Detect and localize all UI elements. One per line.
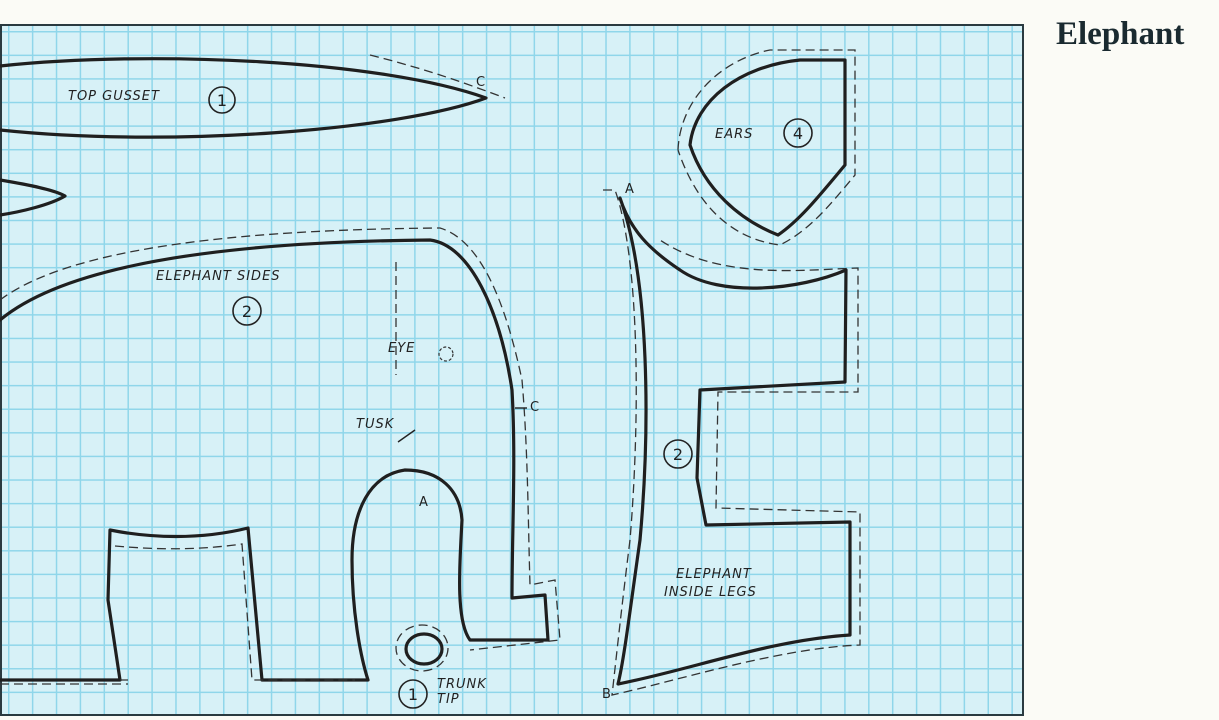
elephant-sides-piece: ELEPHANT SIDES 2 EYE TUSK C A xyxy=(0,227,561,685)
elephant-sides-label: ELEPHANT SIDES xyxy=(156,269,281,284)
inside-legs-label-line2: INSIDE LEGS xyxy=(664,585,757,600)
top-gusset-count-circle xyxy=(208,86,236,114)
mark-b-legs: B xyxy=(602,687,611,702)
tusk-marker xyxy=(397,429,416,443)
trunk-tip-count: 1 xyxy=(408,685,418,704)
mark-c-sides: C xyxy=(530,400,539,415)
trunk-tip-label-line1: TRUNK xyxy=(437,677,487,692)
top-gusset-label: TOP GUSSET xyxy=(68,89,160,104)
tusk-label: TUSK xyxy=(356,417,395,432)
sides-count: 2 xyxy=(242,302,252,321)
partial-piece-left xyxy=(0,178,67,217)
trunk-tip-piece: 1 TRUNK TIP xyxy=(395,624,487,709)
mark-a-sides: A xyxy=(419,495,428,510)
eye-marker xyxy=(438,346,454,362)
mark-a-legs: A xyxy=(625,182,634,197)
page-title: Elephant xyxy=(1056,16,1185,52)
eye-label: EYE xyxy=(388,341,415,356)
ears-count: 4 xyxy=(793,124,803,143)
mark-c-gusset: C xyxy=(476,75,485,90)
sides-count-circle xyxy=(232,296,262,326)
ears-piece: EARS 4 xyxy=(677,49,856,246)
inside-legs-piece: A B 2 ELEPHANT INSIDE LEGS xyxy=(602,182,861,702)
trunk-tip-label-line2: TIP xyxy=(437,692,460,707)
trunk-tip-count-circle xyxy=(398,679,428,709)
inside-legs-label-line1: ELEPHANT xyxy=(676,567,752,582)
inside-legs-count: 2 xyxy=(673,445,683,464)
ears-label: EARS xyxy=(715,127,753,142)
top-gusset-count: 1 xyxy=(217,91,227,110)
inside-legs-count-circle xyxy=(663,439,693,469)
pattern-grid-sheet xyxy=(0,24,1024,716)
top-gusset-piece: TOP GUSSET 1 C xyxy=(0,54,506,139)
ears-count-circle xyxy=(783,118,813,148)
